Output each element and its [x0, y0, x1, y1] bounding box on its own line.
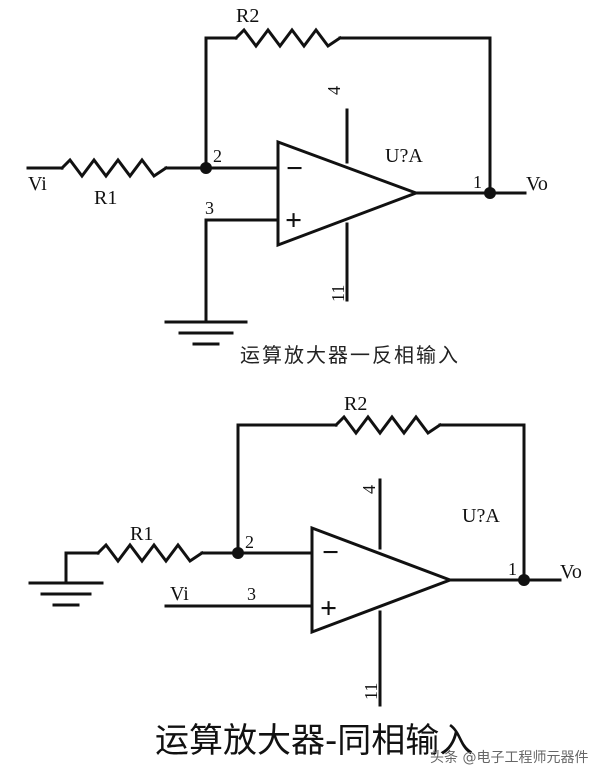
noninv-pin1-label: 1 [508, 559, 517, 579]
opamp-triangle [276, 139, 421, 248]
inv-pin2-label: 2 [213, 146, 222, 166]
inv-r2-label: R2 [236, 5, 259, 27]
noninv-vo-label: Vo [560, 561, 582, 583]
r1-resistor [95, 542, 205, 564]
noninv-r1-label: R1 [130, 523, 153, 545]
ground-symbol [164, 320, 248, 346]
inv-plus-sign: + [285, 204, 302, 237]
inv-pin1-label: 1 [473, 172, 482, 192]
r1-resistor [59, 157, 169, 179]
inv-pin11-label: 11 [328, 285, 348, 302]
noninv-r2-label: R2 [344, 393, 367, 415]
inv-vo-label: Vo [526, 173, 548, 195]
watermark-text: 头条 @电子工程师元器件 [430, 749, 588, 766]
inv-node-junction-dot [200, 162, 212, 174]
ground-link-wire [64, 551, 100, 582]
non-inverting-circuit [28, 414, 562, 707]
inv-pin3-label: 3 [205, 198, 214, 218]
noninv-output-junction-dot [518, 574, 530, 586]
noninv-pin3-label: 3 [247, 584, 256, 604]
ground-symbol [28, 581, 104, 607]
noninv-pin11-label: 11 [361, 683, 381, 700]
r2-resistor [333, 414, 443, 436]
inv-pin4-label: 4 [324, 86, 344, 95]
noninv-node-junction-dot [232, 547, 244, 559]
noninv-caption: 运算放大器-同相输入 [155, 721, 473, 761]
feedback-right-wire [338, 36, 492, 195]
feedback-right-wire [438, 423, 526, 582]
inverting-circuit [26, 27, 527, 346]
inv-opamp-label: U?A [385, 145, 423, 167]
r2-resistor [233, 27, 343, 49]
inv-vi-label: Vi [28, 173, 47, 195]
noninv-pin2-label: 2 [245, 532, 254, 552]
noninv-input-wire [204, 218, 280, 322]
inv-r1-label: R1 [94, 187, 117, 209]
noninv-opamp-label: U?A [462, 505, 500, 527]
noninv-plus-sign: + [320, 592, 337, 625]
feedback-left-wire [236, 423, 338, 555]
noninv-minus-sign: − [322, 536, 339, 569]
noninv-vi-label: Vi [170, 583, 189, 605]
feedback-left-wire [204, 36, 238, 170]
inv-caption: 运算放大器一反相输入 [240, 343, 460, 367]
opamp-triangle [310, 525, 455, 635]
inv-minus-sign: − [286, 152, 303, 185]
inv-output-junction-dot [484, 187, 496, 199]
noninv-pin4-label: 4 [359, 485, 379, 494]
